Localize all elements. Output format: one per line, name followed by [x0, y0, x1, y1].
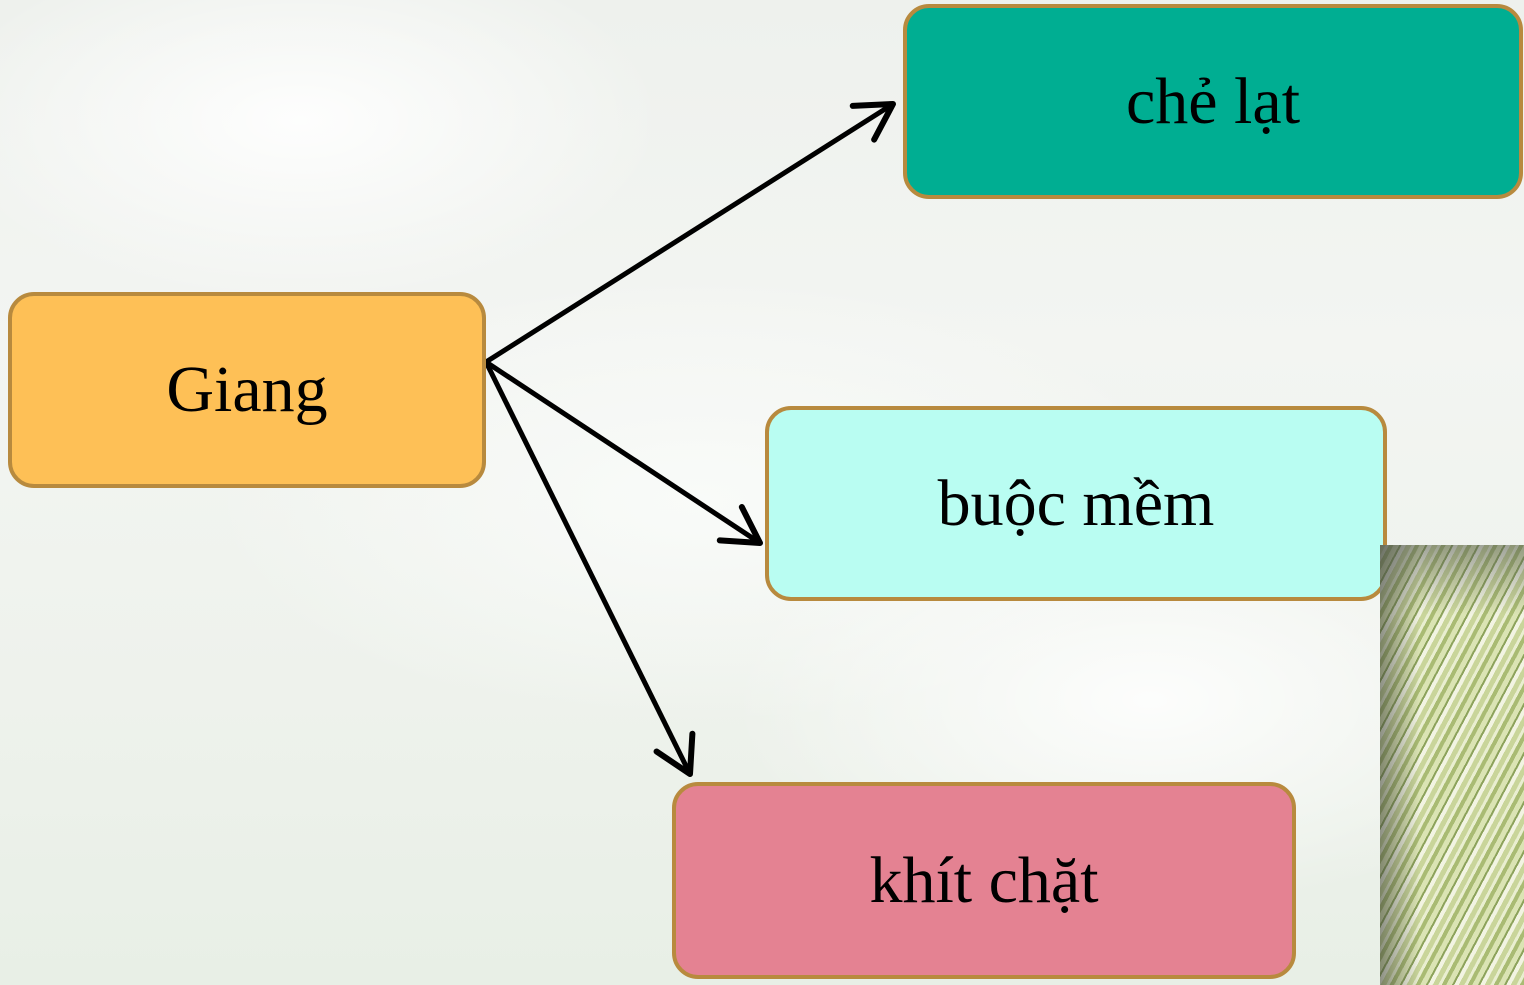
- arrow-to-khit-chat: [483, 360, 696, 777]
- node-khit-chat-label: khít chặt: [869, 843, 1099, 917]
- node-che-lat-label: chẻ lạt: [1125, 64, 1301, 138]
- node-buoc-mem: buộc mềm: [765, 406, 1387, 601]
- node-che-lat: chẻ lạt: [903, 4, 1523, 199]
- node-khit-chat: khít chặt: [672, 782, 1296, 979]
- node-giang-label: Giang: [166, 353, 328, 426]
- arrow-to-buoc-mem: [484, 359, 763, 546]
- bamboo-strips-photo: [1380, 545, 1524, 985]
- arrow-to-che-lat: [484, 101, 896, 365]
- node-giang: Giang: [8, 292, 486, 488]
- node-buoc-mem-label: buộc mềm: [937, 466, 1215, 540]
